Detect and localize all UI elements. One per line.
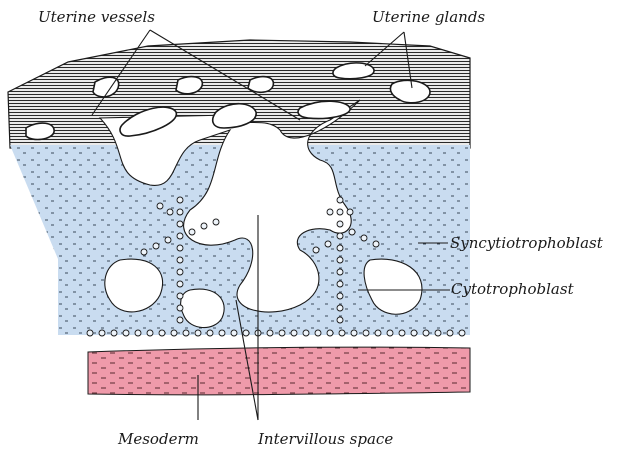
label-mesoderm: Mesoderm — [117, 430, 199, 448]
label-uterine-vessels: Uterine vessels — [38, 8, 155, 26]
cytotrophoblast-basal-row — [86, 329, 466, 337]
leader-uterine-vessels-2 — [149, 29, 301, 121]
cytotrophoblast-villi — [140, 196, 380, 324]
label-cytotrophoblast: Cytotrophoblast — [451, 280, 575, 298]
leader-lines — [91, 29, 450, 421]
label-intervillous-space: Intervillous space — [257, 430, 393, 448]
intervillous-spaces — [98, 99, 423, 329]
uterine-glands — [297, 62, 431, 120]
label-uterine-glands: Uterine glands — [372, 8, 485, 26]
label-syncytiotrophoblast: Syncytiotrophoblast — [450, 234, 604, 252]
leader-intervillous-space-2 — [235, 299, 259, 421]
leader-uterine-glands-2 — [403, 31, 413, 89]
leader-uterine-vessels-1 — [91, 29, 151, 116]
uterine-vessels — [25, 75, 275, 141]
mesoderm-band — [87, 346, 471, 396]
leader-uterine-glands-1 — [364, 31, 405, 67]
